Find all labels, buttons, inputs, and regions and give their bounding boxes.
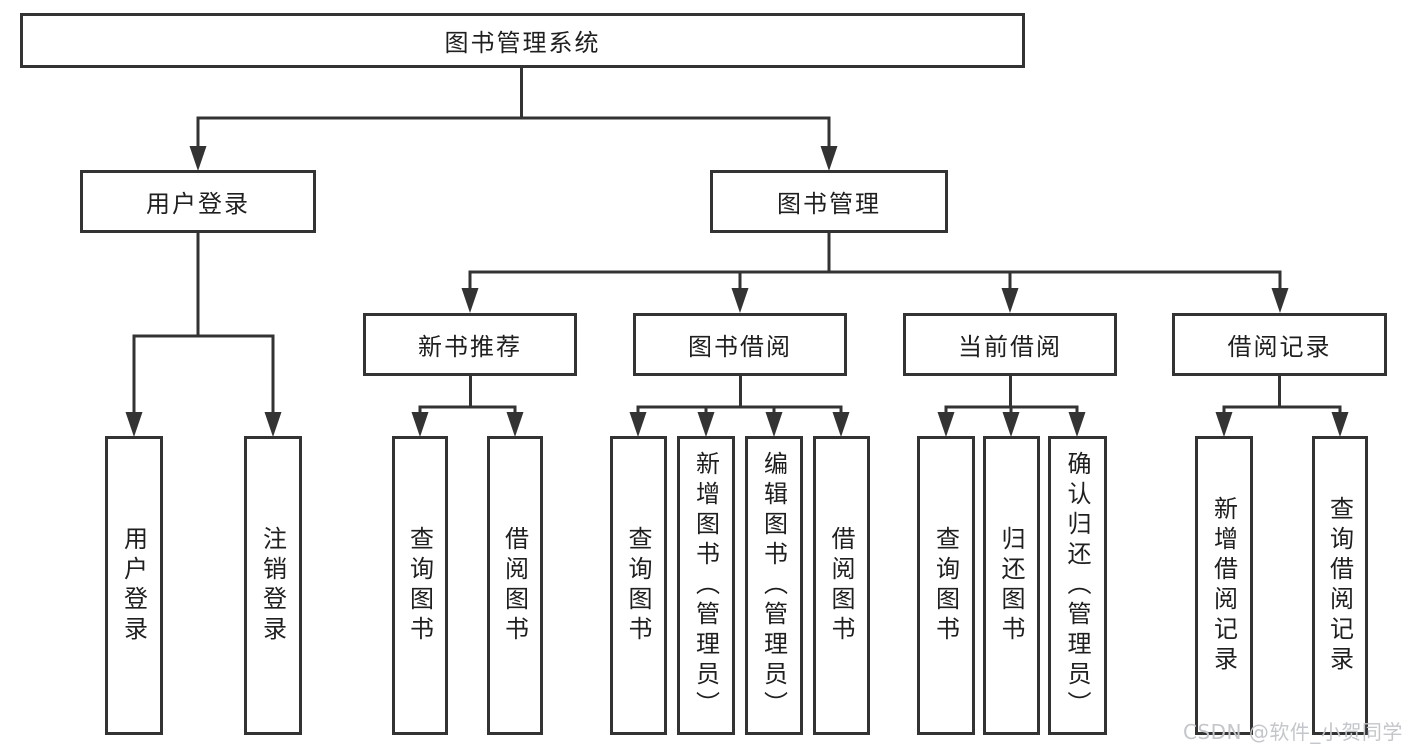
node-label: 图书管理 xyxy=(777,190,881,218)
node-label: 新书推荐 xyxy=(418,333,522,361)
leaf-records-query-record: 查询借阅记录 xyxy=(1312,436,1368,735)
node-new-book-recommend: 新书推荐 xyxy=(363,313,577,376)
leaf-borrow-add-books-admin: 新增图书（管理员） xyxy=(677,436,735,735)
leaf-label: 确认归还（管理员） xyxy=(1063,450,1091,721)
csdn-watermark: CSDN @软件_小贺同学 xyxy=(1183,720,1403,744)
node-label: 图书借阅 xyxy=(688,333,792,361)
node-root-system: 图书管理系统 xyxy=(20,13,1025,68)
leaf-label: 借阅图书 xyxy=(827,525,855,646)
node-label: 当前借阅 xyxy=(958,333,1062,361)
leaf-current-return-books: 归还图书 xyxy=(983,436,1040,735)
node-label: 用户登录 xyxy=(146,190,250,218)
leaf-label: 查询图书 xyxy=(624,525,652,646)
leaf-label: 用户登录 xyxy=(119,525,148,646)
leaf-label: 新增借阅记录 xyxy=(1209,495,1238,676)
node-current-borrow: 当前借阅 xyxy=(903,313,1117,376)
node-book-borrow: 图书借阅 xyxy=(633,313,847,376)
leaf-borrow-query-books: 查询图书 xyxy=(610,436,667,735)
leaf-label: 归还图书 xyxy=(997,525,1025,646)
leaf-current-confirm-return-admin: 确认归还（管理员） xyxy=(1048,436,1107,735)
leaf-label: 查询图书 xyxy=(405,525,434,646)
leaf-label: 查询图书 xyxy=(931,525,960,646)
node-book-management: 图书管理 xyxy=(710,170,948,233)
node-user-login: 用户登录 xyxy=(80,170,316,233)
leaf-newbook-borrow-books: 借阅图书 xyxy=(487,436,543,735)
leaf-newbook-query-books: 查询图书 xyxy=(392,436,448,735)
leaf-borrow-borrow-books: 借阅图书 xyxy=(813,436,870,735)
leaf-label: 借阅图书 xyxy=(500,525,529,646)
node-borrow-records: 借阅记录 xyxy=(1172,313,1387,376)
leaf-records-add-record: 新增借阅记录 xyxy=(1195,436,1253,735)
leaf-label: 查询借阅记录 xyxy=(1325,495,1354,676)
node-label: 图书管理系统 xyxy=(444,29,601,57)
leaf-label: 新增图书（管理员） xyxy=(691,450,720,721)
node-label: 借阅记录 xyxy=(1227,333,1332,361)
leaf-current-query-books: 查询图书 xyxy=(917,436,975,735)
leaf-logout: 注销登录 xyxy=(244,436,302,735)
leaf-borrow-edit-books-admin: 编辑图书（管理员） xyxy=(745,436,803,735)
leaf-user-login: 用户登录 xyxy=(105,436,163,735)
leaf-label: 注销登录 xyxy=(258,525,287,646)
leaf-label: 编辑图书（管理员） xyxy=(759,450,788,721)
